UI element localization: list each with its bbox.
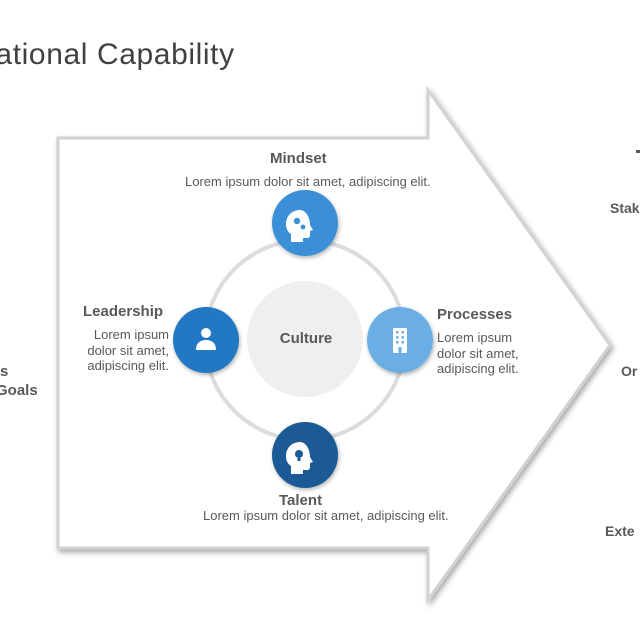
right-side-marker: [636, 150, 640, 153]
culture-circle: [247, 281, 363, 397]
right-side-label-2: Or: [621, 363, 638, 379]
leadership-desc-line: dolor sit amet,: [87, 342, 169, 358]
processes-desc-line: dolor sit amet,: [437, 345, 519, 361]
mindset-title: Mindset: [270, 150, 327, 167]
leadership-desc-line: adipiscing elit.: [87, 358, 169, 373]
talent-node: [272, 422, 338, 488]
gears-head-icon: [286, 210, 313, 242]
left-side-label-1: s: [0, 363, 9, 380]
leadership-title: Leadership: [83, 303, 164, 320]
mindset-node: [272, 190, 338, 256]
left-side-label-2: Goals: [0, 382, 38, 399]
talent-title: Talent: [279, 492, 323, 509]
leadership-description: Lorem ipsum dolor sit amet, adipiscing e…: [60, 327, 169, 374]
processes-title: Processes: [437, 306, 513, 323]
processes-node: [367, 307, 433, 373]
mindset-description: Lorem ipsum dolor sit amet, adipiscing e…: [185, 174, 431, 189]
lightbulb-head-icon: [286, 442, 313, 474]
leadership-desc-line: Lorem ipsum: [93, 327, 169, 342]
processes-desc-line: adipiscing elit.: [437, 361, 519, 376]
right-side-label-3: Exte: [605, 523, 635, 539]
person-icon: [196, 328, 216, 350]
processes-description: Lorem ipsum dolor sit amet, adipiscing e…: [437, 330, 547, 377]
building-icon: [393, 328, 407, 353]
slide-title: anizational Capability: [0, 38, 235, 71]
right-side-label-1: Stak: [610, 200, 640, 216]
processes-desc-line: Lorem ipsum: [437, 330, 513, 345]
culture-label: Culture: [279, 330, 333, 347]
talent-description: Lorem ipsum dolor sit amet, adipiscing e…: [203, 508, 449, 523]
leadership-node: [173, 307, 239, 373]
